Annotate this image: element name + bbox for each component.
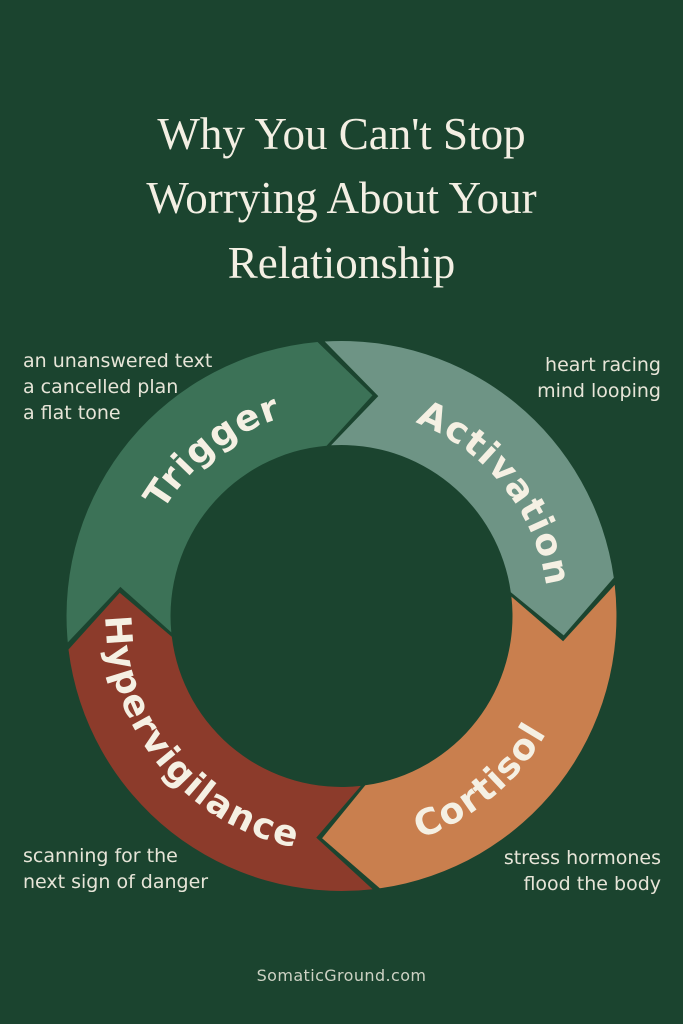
page-title: Why You Can't Stop Worrying About Your R… [0,102,683,295]
note-trigger: an unanswered text a cancelled plan a fl… [23,350,213,425]
footer-url: SomaticGround.com [256,966,427,985]
segment-activation-arrow [324,340,614,636]
title-line-3: Relationship [227,237,456,288]
note-activation: heart racing mind looping [537,354,661,403]
title-line-1: Why You Can't Stop [157,109,526,160]
cycle-arrow-segments [66,340,617,891]
note-cortisol: stress hormones flood the body [503,847,661,896]
segment-trigger-arrow [66,342,373,643]
title-line-2: Worrying About Your [146,173,537,224]
segment-hypervigilance-arrow [68,592,373,891]
segment-cortisol-arrow [322,584,617,889]
note-hypervigilance: scanning for the next sign of danger [23,845,209,894]
